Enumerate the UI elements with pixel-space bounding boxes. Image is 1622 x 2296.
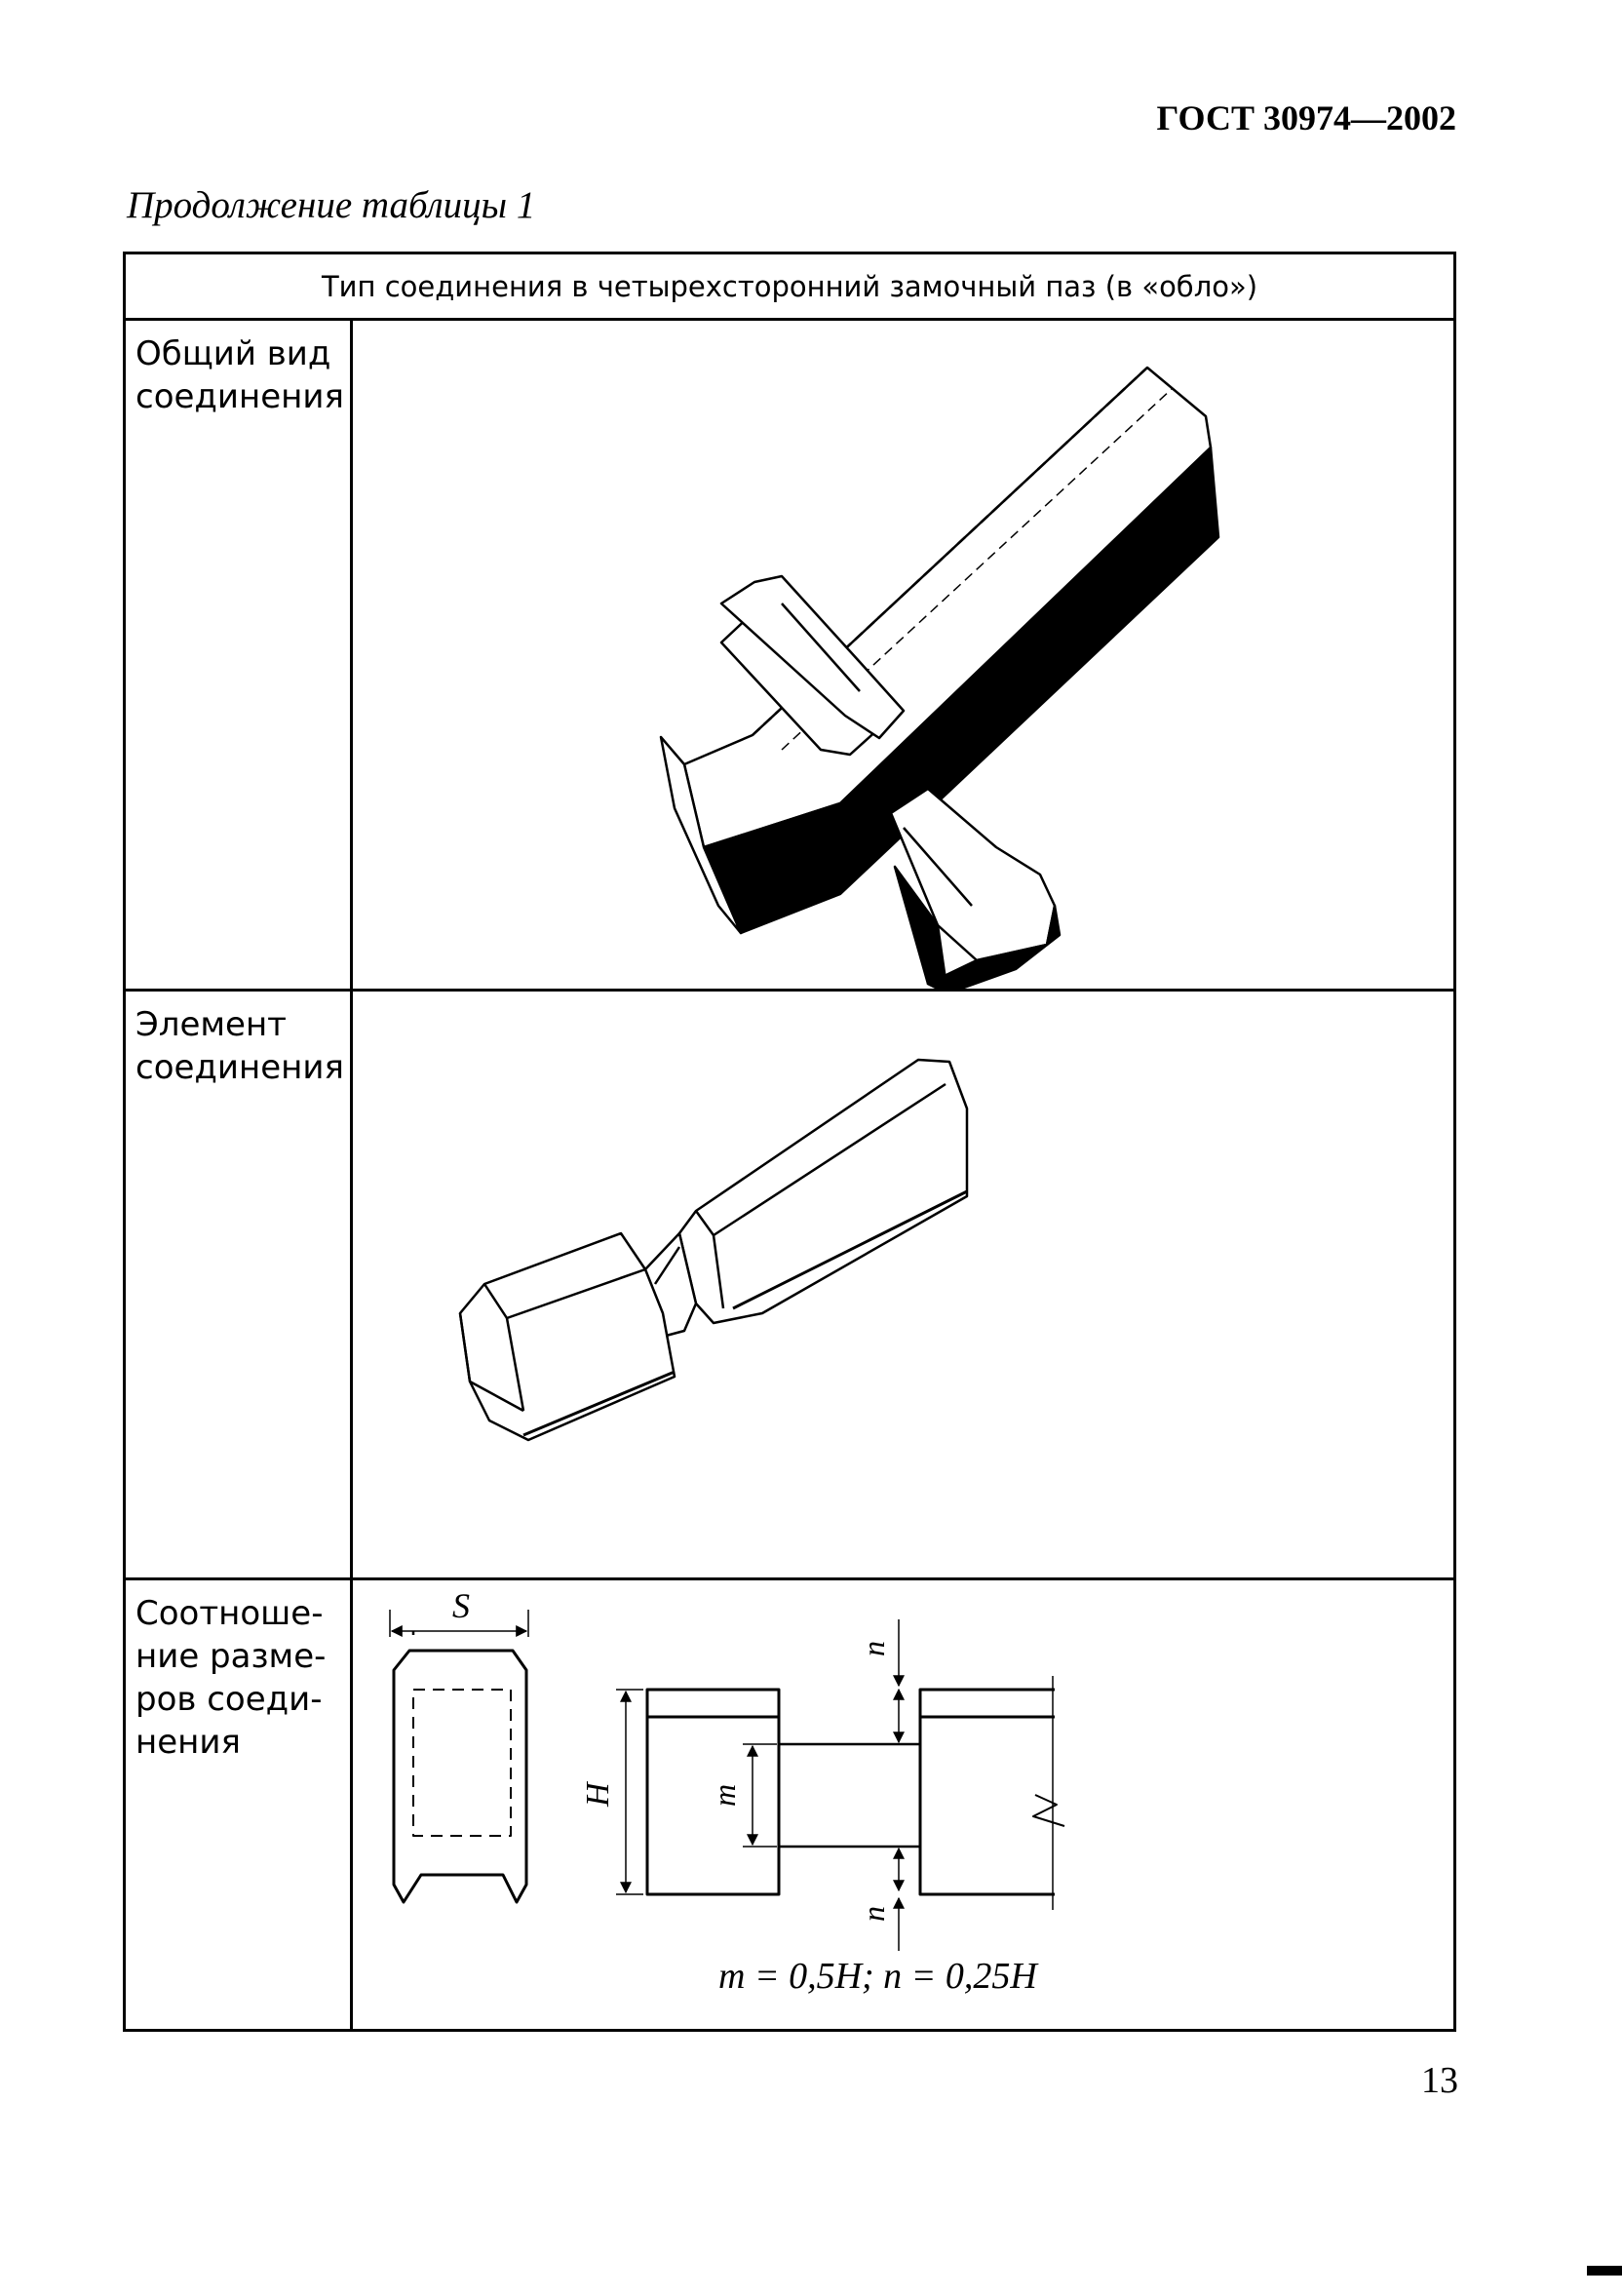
table-caption: Продолжение таблицы 1 [127, 184, 536, 226]
label-h: H [580, 1780, 616, 1808]
scan-edge-mark [1587, 2266, 1622, 2276]
label-line: Соотноше- [135, 1594, 324, 1633]
dimension-ratio-figure: S H m n n m = 0,5H; n = 0,25H [353, 1580, 1453, 2029]
cross-joint-illustration [659, 366, 1220, 992]
label-m: m [707, 1784, 742, 1807]
table-row-general-view: Общий вид соединения [126, 321, 1453, 992]
document-number: ГОСТ 30974—2002 [1156, 98, 1456, 137]
label-line: ров соеди- [135, 1680, 323, 1719]
joint-element-figure [353, 992, 1453, 1577]
label-line: соединения [135, 1048, 344, 1087]
label-line: нения [135, 1723, 241, 1762]
table-heading: Тип соединения в четырехсторонний замочн… [126, 254, 1453, 321]
dimension-drawing: S H m n n m = 0,5H; n = 0,25H [389, 1586, 1065, 1997]
label-line: Общий вид [135, 334, 331, 373]
label-line: Элемент [135, 1005, 287, 1044]
row-label-general-view: Общий вид соединения [126, 321, 353, 989]
cross-joint-figure [353, 321, 1453, 992]
label-n-bottom: n [856, 1906, 891, 1922]
label-s: S [452, 1586, 470, 1625]
label-n-top: n [856, 1641, 891, 1656]
row-label-joint-element: Элемент соединения [126, 992, 353, 1577]
table-row-joint-element: Элемент соединения [126, 992, 1453, 1580]
row-label-dimension-ratio: Соотноше- ние разме- ров соеди- нения [126, 1580, 353, 2029]
page-number: 13 [1421, 2060, 1458, 2101]
label-line: ние разме- [135, 1637, 327, 1676]
table-row-dimension-ratio: Соотноше- ние разме- ров соеди- нения [126, 1580, 1453, 2029]
joint-element-illustration [458, 1058, 969, 1442]
ratio-formula: m = 0,5H; n = 0,25H [718, 1956, 1039, 1997]
joint-table: Тип соединения в четырехсторонний замочн… [123, 252, 1456, 2032]
label-line: соединения [135, 377, 344, 416]
